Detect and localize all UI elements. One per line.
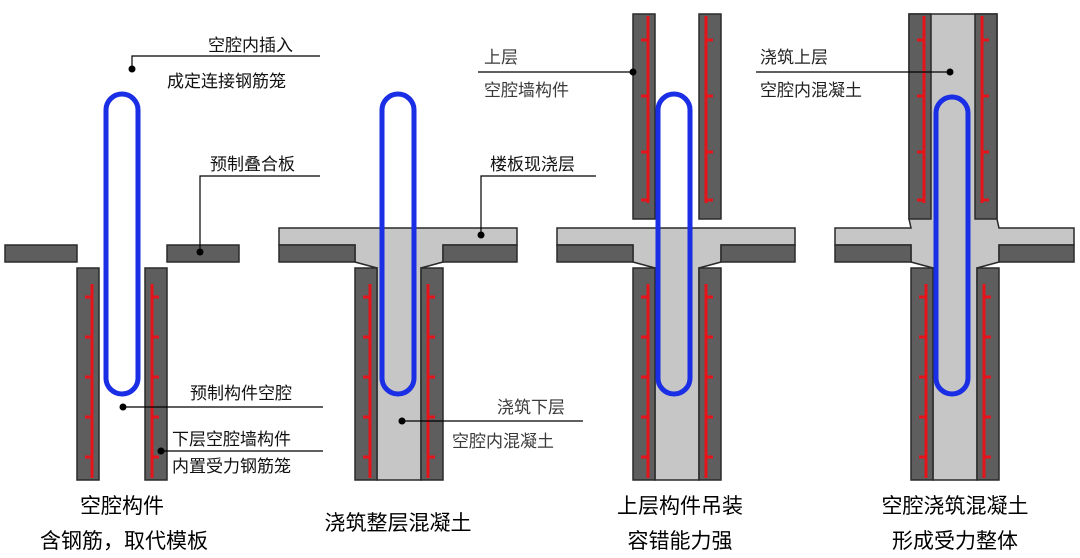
leader-p2-lower	[398, 417, 583, 425]
precast-slab-right	[998, 244, 1075, 263]
precast-slab-left	[834, 244, 912, 263]
lower-wall-left	[354, 267, 378, 481]
caption-panel-1: 空腔构件	[80, 494, 164, 518]
label-lower-wall-2: 内置受力钢筋笼	[172, 457, 291, 477]
upper-wall-right	[974, 13, 998, 220]
precast-slab-right	[720, 244, 796, 263]
label-upper-2: 空腔墙构件	[484, 81, 569, 101]
leader-p1-lower	[157, 447, 323, 455]
rebar-cage-upper	[917, 16, 989, 203]
connection-rebar-cage	[655, 91, 693, 397]
label-pour-lower: 浇筑下层	[497, 398, 565, 418]
label-lower-wall: 下层空腔墙构件	[172, 430, 291, 450]
panel-1: 空腔内插入 成定连接钢筋笼 预制叠合板 预制构件空腔 下层空腔墙构件 内置受力钢…	[4, 36, 323, 553]
lower-wall-right	[420, 267, 444, 481]
rebar-cage-lower	[641, 284, 713, 478]
caption-panel-1-line2: 含钢筋，取代模板	[40, 529, 208, 553]
leader-p4-upper	[756, 68, 954, 76]
caption-panel-3: 上层构件吊装	[617, 494, 743, 518]
precast-slab-right	[442, 244, 518, 263]
lower-wall-left	[632, 267, 656, 481]
leader-p2-castlayer	[477, 175, 596, 239]
upper-wall-left	[908, 13, 932, 220]
rebar-cage-lower	[919, 284, 991, 478]
caption-panel-4: 空腔浇筑混凝土	[882, 494, 1029, 518]
caption-panel-3-line2: 容错能力强	[628, 529, 733, 553]
lower-wall-right	[698, 267, 722, 481]
cast-concrete-layer	[556, 227, 796, 481]
lower-wall-right	[144, 267, 168, 481]
label-cast-layer: 楼板现浇层	[490, 155, 575, 175]
connection-rebar-cage	[933, 94, 971, 397]
precast-slab-left	[556, 244, 634, 263]
label-pour-lower-2: 空腔内混凝土	[452, 432, 554, 452]
connection-rebar-cage	[103, 91, 141, 397]
leader-p3-upper	[478, 68, 637, 76]
rebar-cage-upper	[641, 16, 713, 203]
leader-p1-insert	[128, 55, 320, 73]
precast-slab-left	[4, 244, 78, 263]
caption-panel-2: 浇筑整层混凝土	[325, 511, 472, 535]
panel-4: 浇筑上层 空腔内混凝土 空腔浇筑混凝土 形成受力整体	[756, 13, 1075, 553]
lower-wall-left	[76, 267, 100, 481]
label-insert-cage-2: 成定连接钢筋笼	[167, 72, 286, 92]
label-pour-upper-2: 空腔内混凝土	[760, 81, 862, 101]
leader-p1-slab	[196, 175, 320, 256]
upper-wall-right	[698, 13, 722, 220]
precast-slab-left	[278, 244, 356, 263]
panel-3: 上层 空腔墙构件 上层构件吊装 容错能力强	[478, 13, 796, 553]
label-precast-slab: 预制叠合板	[210, 155, 295, 175]
caption-panel-4-line2: 形成受力整体	[892, 529, 1018, 553]
label-insert-cage: 空腔内插入	[208, 36, 293, 56]
label-pour-upper: 浇筑上层	[760, 48, 828, 68]
rebar-cage-lower	[85, 284, 159, 478]
label-cavity: 预制构件空腔	[190, 384, 292, 404]
panel-2: 楼板现浇层 浇筑下层 空腔内混凝土 浇筑整层混凝土	[278, 91, 596, 535]
upper-wall-left	[632, 13, 656, 220]
leader-p1-cavity	[119, 403, 323, 411]
connection-rebar-cage	[379, 91, 417, 397]
rebar-cage-lower	[363, 284, 435, 478]
label-upper: 上层	[484, 48, 518, 68]
lower-wall-left	[910, 267, 934, 481]
lower-wall-right	[976, 267, 1000, 481]
